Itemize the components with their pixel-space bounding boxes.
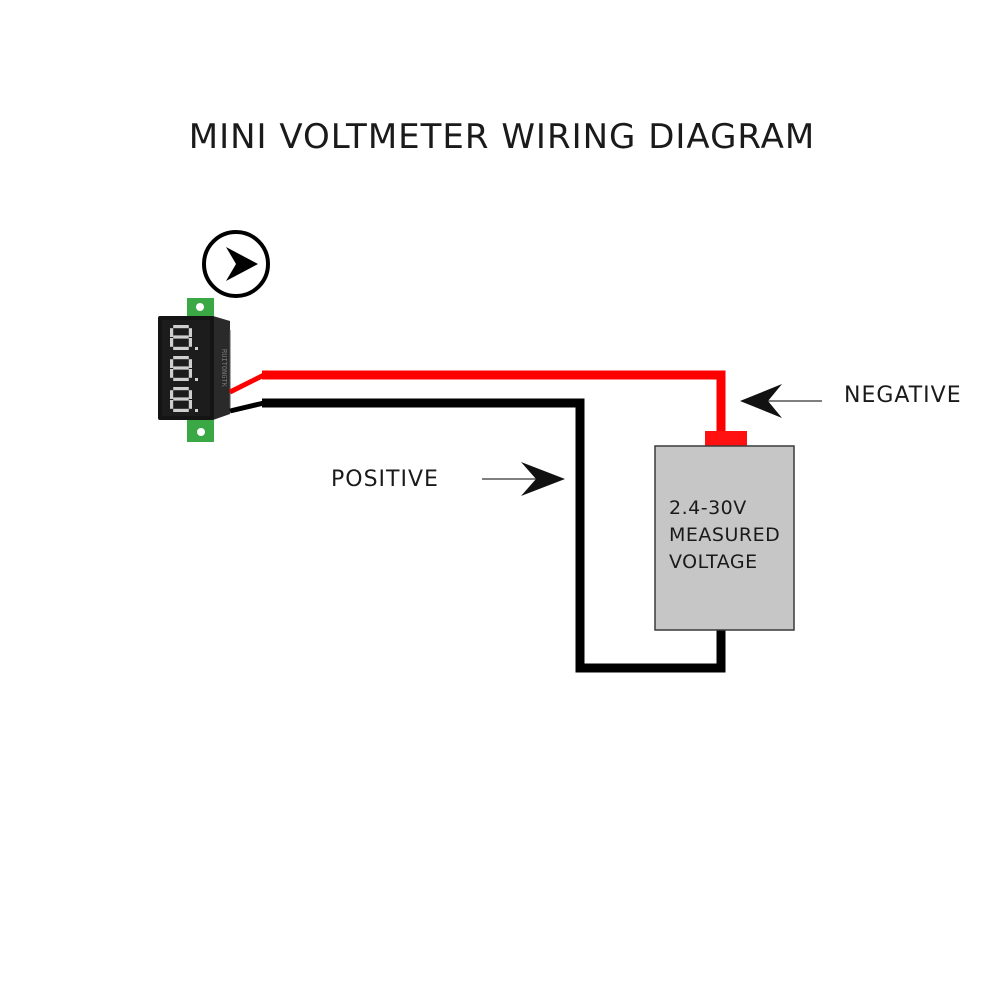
positive-pointer xyxy=(482,462,565,496)
red-wire xyxy=(262,370,726,432)
red-lead-stub xyxy=(228,372,266,395)
digit-1-segment xyxy=(173,325,189,329)
play-arrow-circle-icon xyxy=(202,230,270,298)
diagram-title: MINI VOLTMETER WIRING DIAGRAM xyxy=(189,117,816,157)
digit-3-segment xyxy=(173,408,189,412)
digit-3-segment xyxy=(173,387,189,391)
source-box-line-3: VOLTAGE xyxy=(669,551,758,573)
seven-segment-digits xyxy=(170,325,198,412)
digit-2-segment xyxy=(173,366,189,370)
meter-side-marking: RUITONGTK xyxy=(220,349,228,388)
source-box-body xyxy=(654,445,795,631)
positive-label: POSITIVE xyxy=(331,467,439,492)
source-box-line-2: MEASURED xyxy=(669,524,780,546)
voltmeter-module: RUITONGTK xyxy=(158,298,231,442)
digit-1-segment xyxy=(170,338,174,347)
digit-3-decimal-point xyxy=(195,409,198,412)
digit-3-segment xyxy=(170,390,174,399)
red-terminal xyxy=(705,431,747,447)
digit-3-segment xyxy=(173,397,189,401)
voltage-source-box: 2.4-30V MEASURED VOLTAGE xyxy=(654,431,795,631)
digit-2-decimal-point xyxy=(195,378,198,381)
digit-2-segment xyxy=(173,377,189,381)
black-lead-stub xyxy=(229,400,265,414)
wires xyxy=(228,370,726,673)
digit-1-segment xyxy=(188,338,192,347)
digit-1-segment xyxy=(173,346,189,350)
digit-1-segment xyxy=(173,335,189,339)
digit-1-decimal-point xyxy=(195,347,198,350)
digit-2-segment xyxy=(170,369,174,378)
mount-hole-top xyxy=(196,303,204,311)
digit-2-segment xyxy=(170,359,174,368)
digit-2-segment xyxy=(188,359,192,368)
digit-2-segment xyxy=(173,356,189,360)
digit-3-segment xyxy=(188,390,192,399)
digit-2-segment xyxy=(188,369,192,378)
source-box-line-1: 2.4-30V xyxy=(669,497,747,519)
mount-hole-bottom xyxy=(197,428,205,436)
digit-3-segment xyxy=(170,400,174,409)
negative-pointer xyxy=(740,384,822,418)
arrowhead-icon xyxy=(521,462,565,496)
digit-1-segment xyxy=(188,328,192,337)
negative-label: NEGATIVE xyxy=(844,383,962,408)
meter-side xyxy=(213,316,230,420)
digit-3-segment xyxy=(188,400,192,409)
digit-1-segment xyxy=(170,328,174,337)
arrowhead-icon xyxy=(740,384,782,418)
black-wire xyxy=(262,398,726,673)
